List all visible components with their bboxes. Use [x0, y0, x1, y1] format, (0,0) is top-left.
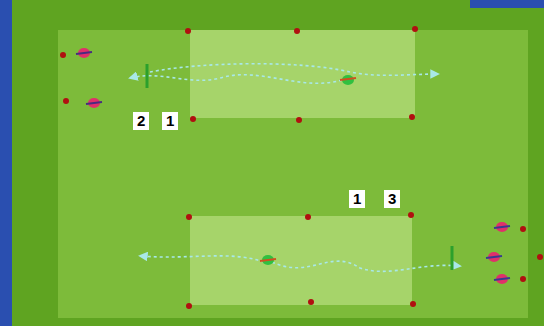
- callout-number: 1: [162, 112, 178, 130]
- callout-number: 3: [384, 190, 400, 208]
- callout-number: 2: [133, 112, 149, 130]
- callout-number: 1: [349, 190, 365, 208]
